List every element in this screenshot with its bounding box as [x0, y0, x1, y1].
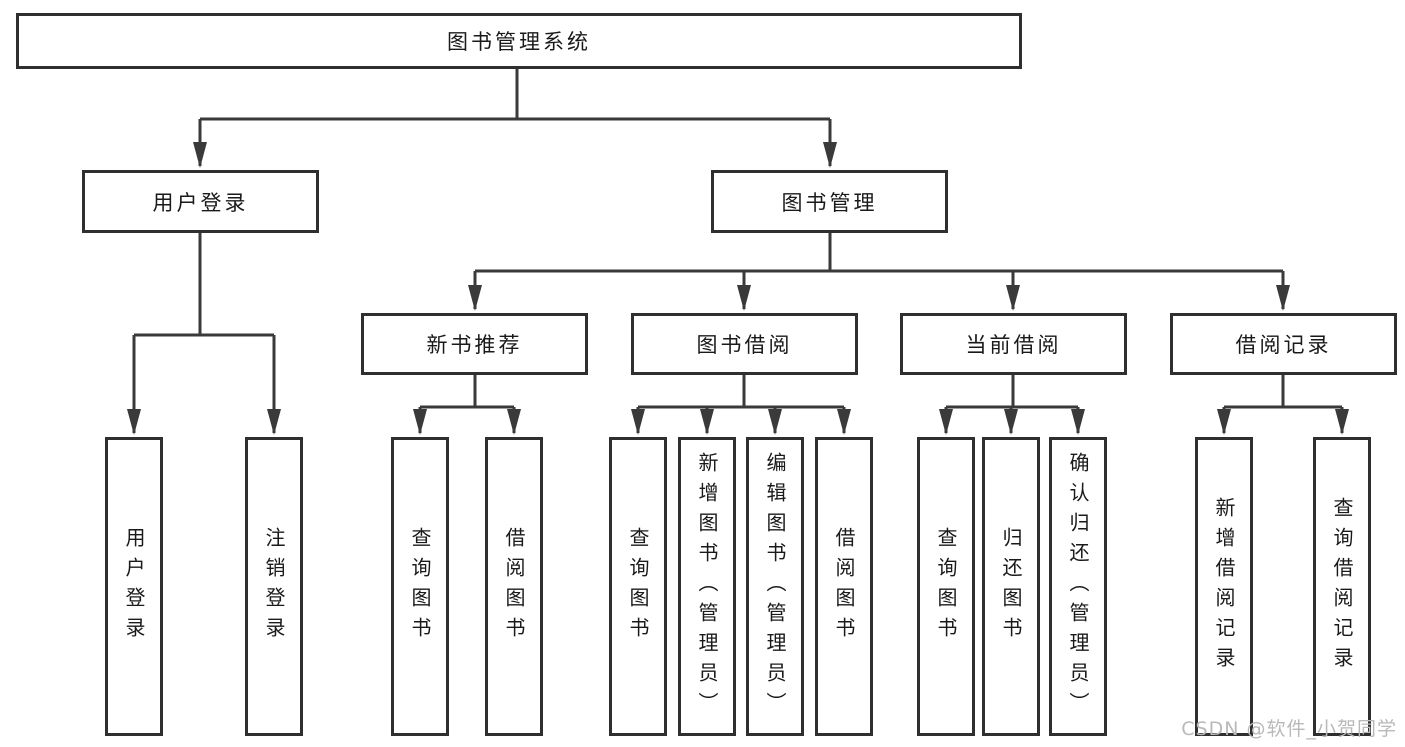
- leaf-add-borrow-record: 新增借阅记录: [1195, 437, 1253, 736]
- leaf-query-books-borrow-label: 查询图书: [626, 526, 650, 647]
- current-borrow-label: 当前借阅: [965, 333, 1062, 357]
- leaf-borrow-books-recommend-label: 借阅图书: [502, 526, 526, 647]
- book-borrow-label: 图书借阅: [696, 333, 793, 357]
- leaf-query-books-current-label: 查询图书: [934, 526, 958, 647]
- leaf-edit-books-admin: 编辑图书（管理员）: [746, 437, 804, 736]
- leaf-borrow-books: 借阅图书: [815, 437, 873, 736]
- leaf-return-books: 归还图书: [982, 437, 1040, 736]
- leaf-query-books-recommend-label: 查询图书: [408, 526, 432, 647]
- leaf-confirm-return-admin-label: 确认归还（管理员）: [1066, 451, 1090, 722]
- leaf-query-books-current: 查询图书: [917, 437, 975, 736]
- node-root-system: 图书管理系统: [16, 13, 1022, 69]
- leaf-confirm-return-admin: 确认归还（管理员）: [1049, 437, 1107, 736]
- node-current-borrow: 当前借阅: [900, 313, 1127, 375]
- leaf-query-borrow-record-label: 查询借阅记录: [1330, 496, 1354, 677]
- new-book-recommend-label: 新书推荐: [426, 333, 523, 357]
- node-book-borrow: 图书借阅: [631, 313, 858, 375]
- root-system-label: 图书管理系统: [447, 30, 591, 54]
- leaf-logout-label: 注销登录: [262, 526, 286, 647]
- leaf-query-books-recommend: 查询图书: [391, 437, 449, 736]
- leaf-borrow-books-label: 借阅图书: [832, 526, 856, 647]
- csdn-watermark: CSDN @软件_小贺同学: [1181, 718, 1397, 740]
- user-login-module-label: 用户登录: [152, 190, 249, 215]
- leaf-add-books-admin-label: 新增图书（管理员）: [695, 451, 719, 722]
- leaf-query-borrow-record: 查询借阅记录: [1313, 437, 1371, 736]
- leaf-user-login-label: 用户登录: [122, 526, 146, 647]
- node-user-login-module: 用户登录: [82, 170, 319, 233]
- leaf-logout: 注销登录: [245, 437, 303, 736]
- leaf-add-borrow-record-label: 新增借阅记录: [1212, 496, 1236, 677]
- node-new-book-recommend: 新书推荐: [361, 313, 588, 375]
- leaf-query-books-borrow: 查询图书: [609, 437, 667, 736]
- leaf-edit-books-admin-label: 编辑图书（管理员）: [763, 451, 787, 722]
- leaf-borrow-books-recommend: 借阅图书: [485, 437, 543, 736]
- node-borrow-records: 借阅记录: [1170, 313, 1397, 375]
- leaf-return-books-label: 归还图书: [999, 526, 1023, 647]
- book-management-label: 图书管理: [781, 190, 878, 215]
- node-book-management: 图书管理: [711, 170, 948, 233]
- leaf-user-login: 用户登录: [105, 437, 163, 736]
- leaf-add-books-admin: 新增图书（管理员）: [678, 437, 736, 736]
- borrow-records-label: 借阅记录: [1235, 333, 1332, 357]
